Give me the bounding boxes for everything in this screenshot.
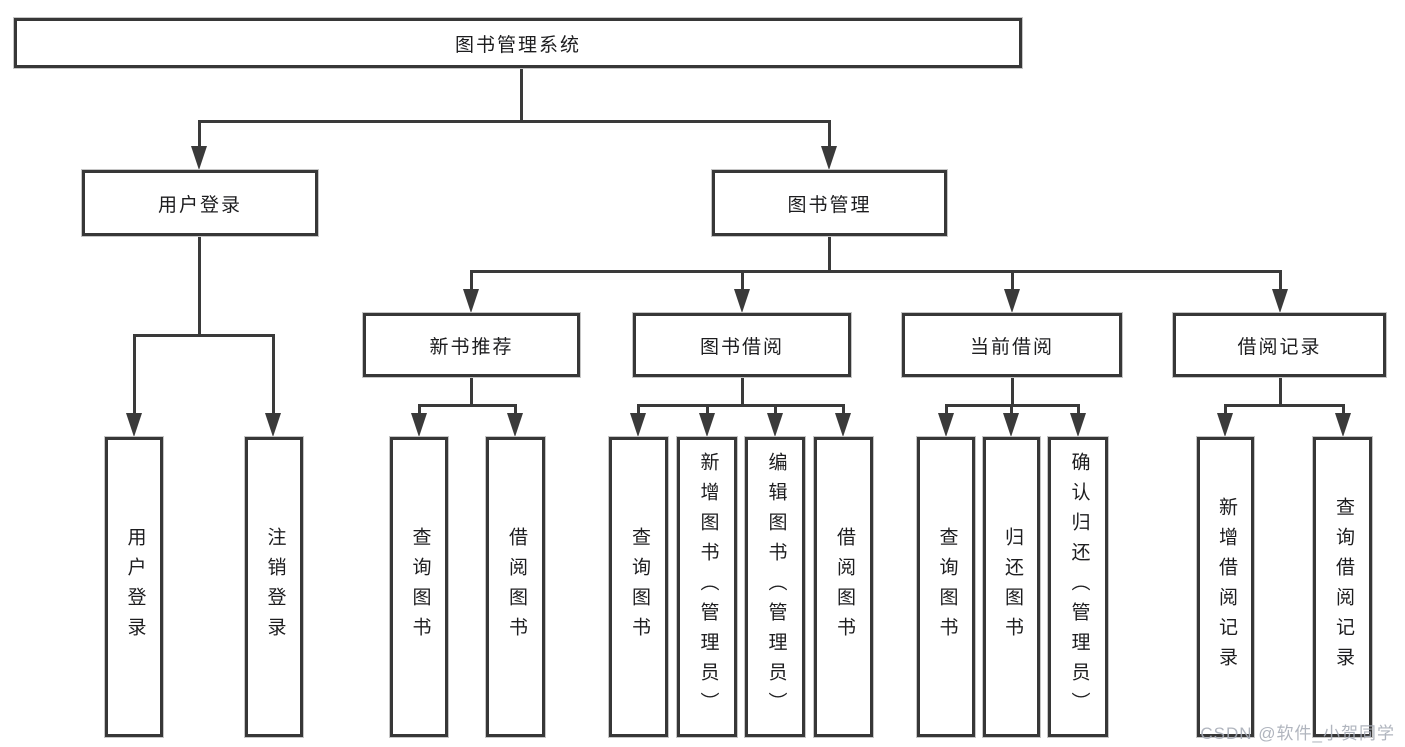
connector-line (1279, 270, 1282, 294)
connector-line (1224, 404, 1345, 407)
arrow-down-icon (191, 146, 207, 170)
node-label: 查询图书 (628, 527, 650, 647)
arrow-down-icon (507, 413, 523, 437)
arrow-down-icon (1070, 413, 1086, 437)
connector-line (520, 68, 523, 122)
leaf-add-borrow-record: 新增借阅记录 (1197, 437, 1254, 737)
node-current-borrowing: 当前借阅 (902, 313, 1122, 377)
connector-line (1010, 404, 1013, 416)
node-label: 编辑图书（管理员） (765, 452, 787, 722)
connector-line (198, 120, 831, 123)
connector-line (470, 270, 1282, 273)
connector-line (1224, 404, 1227, 416)
connector-line (842, 404, 845, 416)
arrow-down-icon (1217, 413, 1233, 437)
node-label: 查询图书 (936, 527, 958, 647)
arrow-down-icon (411, 413, 427, 437)
connector-line (706, 404, 709, 416)
node-book-management: 图书管理 (712, 170, 947, 236)
leaf-borrow-books-recommend: 借阅图书 (486, 437, 545, 737)
leaf-return-books: 归还图书 (983, 437, 1040, 737)
arrow-down-icon (767, 413, 783, 437)
arrow-down-icon (699, 413, 715, 437)
connector-line (741, 377, 744, 406)
arrow-down-icon (463, 289, 479, 313)
node-label: 确认归还（管理员） (1068, 452, 1090, 722)
connector-line (470, 270, 473, 294)
leaf-edit-book-admin: 编辑图书（管理员） (745, 437, 805, 737)
arrow-down-icon (938, 413, 954, 437)
leaf-query-borrow-record: 查询借阅记录 (1313, 437, 1372, 737)
node-label: 借阅图书 (833, 527, 855, 647)
arrow-down-icon (835, 413, 851, 437)
node-label: 借阅记录 (1237, 336, 1322, 358)
connector-line (514, 404, 517, 416)
arrow-down-icon (1003, 413, 1019, 437)
connector-line (133, 334, 136, 416)
arrow-down-icon (1272, 289, 1288, 313)
node-library-system: 图书管理系统 (14, 18, 1022, 68)
node-label: 新增图书（管理员） (697, 452, 719, 722)
connector-line (198, 120, 201, 152)
connector-line (1279, 377, 1282, 406)
node-label: 新书推荐 (429, 336, 514, 358)
arrow-down-icon (126, 413, 142, 437)
node-label: 图书借阅 (699, 336, 784, 358)
leaf-query-books-current: 查询图书 (917, 437, 975, 737)
leaf-add-book-admin: 新增图书（管理员） (677, 437, 737, 737)
leaf-query-books-borrowing: 查询图书 (609, 437, 668, 737)
connector-line (1011, 377, 1014, 406)
arrow-down-icon (265, 413, 281, 437)
node-label: 用户登录 (157, 194, 242, 216)
node-new-book-recommendation: 新书推荐 (363, 313, 580, 377)
node-label: 新增借阅记录 (1215, 497, 1237, 677)
leaf-user-login: 用户登录 (105, 437, 163, 737)
arrow-down-icon (1335, 413, 1351, 437)
node-borrowing-records: 借阅记录 (1173, 313, 1386, 377)
arrow-down-icon (821, 146, 837, 170)
connector-line (1011, 270, 1014, 294)
node-label: 归还图书 (1001, 527, 1023, 647)
connector-line (133, 334, 275, 337)
connector-line (945, 404, 948, 416)
leaf-logout: 注销登录 (245, 437, 303, 737)
connector-line (741, 270, 744, 294)
connector-line (418, 404, 421, 416)
arrow-down-icon (630, 413, 646, 437)
node-user-login: 用户登录 (82, 170, 318, 236)
node-label: 当前借阅 (969, 336, 1054, 358)
leaf-query-books-recommend: 查询图书 (390, 437, 448, 737)
connector-line (1342, 404, 1345, 416)
connector-line (272, 334, 275, 416)
connector-line (1077, 404, 1080, 416)
node-label: 用户登录 (124, 527, 146, 647)
node-label: 注销登录 (264, 527, 286, 647)
node-label: 查询借阅记录 (1332, 497, 1354, 677)
connector-line (637, 404, 845, 407)
connector-line (828, 236, 831, 272)
node-book-borrowing: 图书借阅 (633, 313, 851, 377)
connector-line (470, 377, 473, 406)
connector-line (637, 404, 640, 416)
leaf-borrow-books: 借阅图书 (814, 437, 873, 737)
watermark: CSDN @软件_小贺同学 (1200, 724, 1395, 743)
node-label: 图书管理系统 (454, 34, 581, 56)
node-label: 图书管理 (787, 194, 872, 216)
connector-line (774, 404, 777, 416)
connector-line (828, 120, 831, 152)
connector-line (198, 236, 201, 336)
node-label: 借阅图书 (505, 527, 527, 647)
leaf-confirm-return-admin: 确认归还（管理员） (1048, 437, 1108, 737)
arrow-down-icon (1004, 289, 1020, 313)
arrow-down-icon (734, 289, 750, 313)
node-label: 查询图书 (409, 527, 431, 647)
connector-line (418, 404, 517, 407)
